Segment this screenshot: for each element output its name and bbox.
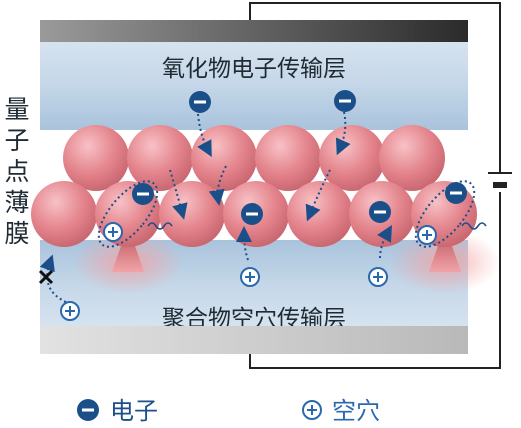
hole-group xyxy=(60,222,437,321)
qd-film-char: 子 xyxy=(4,126,29,155)
electron-path xyxy=(169,169,188,220)
photon-wave xyxy=(147,222,173,230)
quantum-dot xyxy=(31,181,97,247)
recombination-orbit xyxy=(97,180,159,248)
quantum-dot xyxy=(379,125,445,191)
quantum-dot xyxy=(127,125,193,191)
minus-circle-icon xyxy=(241,203,263,225)
plus-circle-icon xyxy=(302,400,322,420)
legend: 电子 空穴 xyxy=(77,397,380,425)
cross-mark-icon xyxy=(38,269,54,285)
quantum-dot xyxy=(63,125,129,191)
plus-circle-icon xyxy=(417,225,437,245)
oxide-layer-label: 氧化物电子传输层 xyxy=(162,56,346,82)
bottom-electrode xyxy=(40,326,468,354)
emission-cone xyxy=(112,240,144,272)
minus-circle-icon xyxy=(369,201,391,223)
qd-film-char: 薄 xyxy=(4,188,29,217)
plus-circle-icon xyxy=(60,301,80,321)
emission-cone xyxy=(429,240,461,272)
emission-glow-group xyxy=(73,230,500,294)
qd-film-label: 量 子 点 薄 膜 xyxy=(4,95,29,248)
minus-circle-icon xyxy=(132,183,154,205)
legend-electron-label: 电子 xyxy=(110,397,158,425)
recombination-orbit xyxy=(414,180,476,248)
quantum-dot xyxy=(255,125,321,191)
plus-circle-icon xyxy=(368,267,388,287)
qd-film-char: 膜 xyxy=(4,219,29,248)
qd-film-char: 点 xyxy=(4,157,29,186)
battery-icon xyxy=(488,172,512,188)
carrier-paths xyxy=(39,111,476,303)
plus-circle-icon xyxy=(240,267,260,287)
minus-circle-icon xyxy=(77,399,99,421)
electron-path xyxy=(208,165,227,206)
photon-emission xyxy=(147,222,487,230)
quantum-dot xyxy=(287,181,353,247)
electron-group xyxy=(132,90,467,225)
top-electrode xyxy=(40,20,468,42)
minus-circle-icon xyxy=(334,90,356,112)
minus-circle-icon xyxy=(189,91,211,113)
minus-circle-icon xyxy=(445,182,467,204)
quantum-dot xyxy=(319,125,385,191)
legend-hole-label: 空穴 xyxy=(332,397,380,425)
quantum-dot xyxy=(159,181,225,247)
external-circuit xyxy=(249,2,512,369)
photon-wave xyxy=(461,222,487,230)
plus-circle-icon xyxy=(103,222,123,242)
qd-film-char: 量 xyxy=(4,95,29,124)
oxide-electron-transport-layer xyxy=(40,42,468,130)
